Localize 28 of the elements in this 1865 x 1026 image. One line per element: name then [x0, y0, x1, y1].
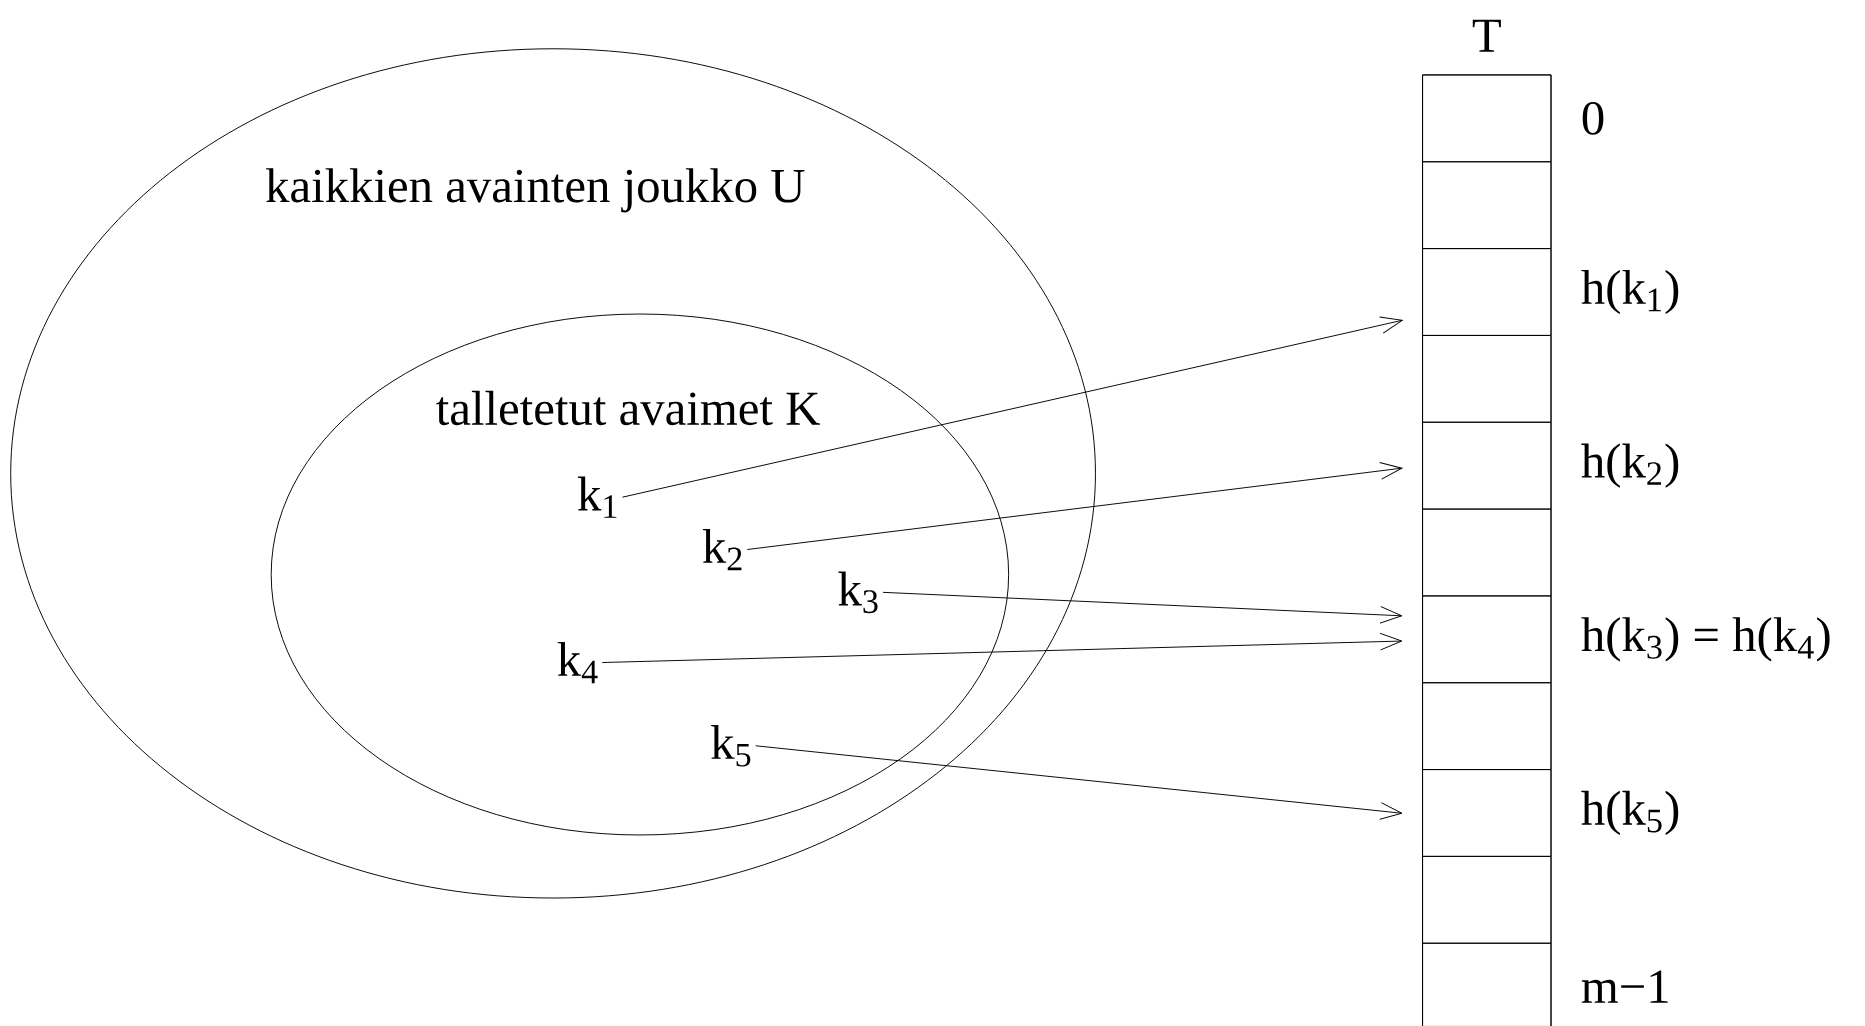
key-label: k$_{2}$ — [702, 528, 742, 570]
key-label: k$_{5}$ — [711, 724, 751, 767]
arrow — [746, 461, 1403, 550]
table-cell — [1422, 682, 1552, 770]
slot-label: h(k$_{2}$) — [1581, 443, 1679, 488]
slot-label: h(k$_{3}$) = h(k$_{4}$) — [1581, 617, 1830, 662]
arrow — [755, 745, 1403, 820]
key-label: k$_{3}$ — [838, 571, 878, 613]
key-label: k$_{4}$ — [557, 641, 598, 683]
key-label: k$_{1}$ — [577, 476, 617, 518]
slot-label: m−1 — [1581, 970, 1668, 1003]
table-cell — [1422, 595, 1552, 683]
arrow — [622, 316, 1403, 498]
slot-label: 0 — [1582, 101, 1604, 135]
table-cell — [1422, 508, 1552, 597]
arrow — [882, 591, 1403, 624]
table-cell — [1422, 334, 1552, 423]
table-cell — [1422, 768, 1552, 857]
table-cell — [1422, 421, 1552, 510]
table-cell — [1422, 74, 1552, 162]
table-cell — [1422, 942, 1552, 1026]
slot-label: h(k$_{5}$) — [1581, 790, 1679, 835]
node-label: T — [1472, 19, 1501, 52]
table-cell — [1422, 855, 1552, 944]
arrow — [601, 632, 1403, 663]
table-cell — [1422, 161, 1552, 249]
slot-label: h(k$_{1}$) — [1581, 269, 1679, 314]
table-cell — [1422, 247, 1552, 336]
